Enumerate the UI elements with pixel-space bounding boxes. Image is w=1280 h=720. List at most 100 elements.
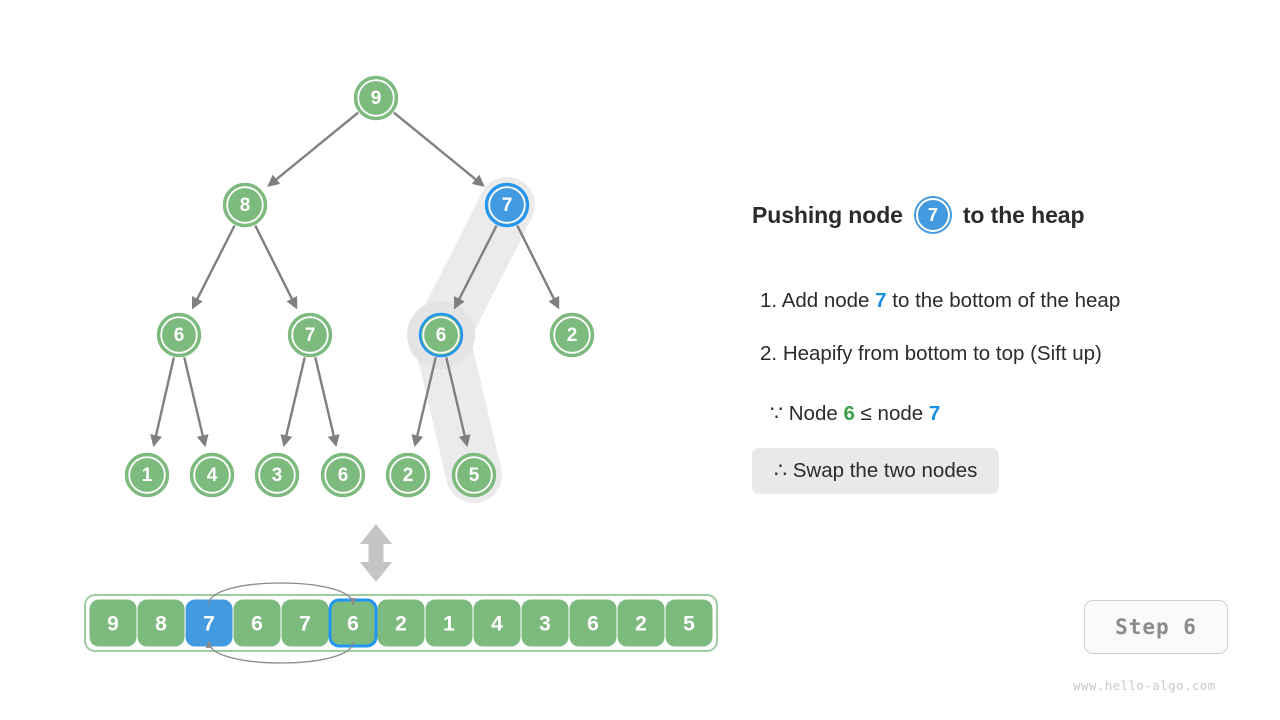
array-cell-box xyxy=(377,599,425,647)
node-inner-ring xyxy=(357,79,395,117)
array-cell-value: 2 xyxy=(395,613,407,636)
node-value: 9 xyxy=(371,88,382,109)
array-cell-box xyxy=(233,599,281,647)
array-cell-value: 6 xyxy=(251,613,263,636)
tree-node-7[interactable]: 7 xyxy=(287,312,333,358)
array-cell-11[interactable]: 2 xyxy=(617,599,665,647)
node-value: 6 xyxy=(174,325,185,346)
tree-node-6[interactable]: 6 xyxy=(320,452,366,498)
array-cell-value: 6 xyxy=(587,613,599,636)
array-cell-8[interactable]: 4 xyxy=(473,599,521,647)
because-symbol: ∵ xyxy=(770,402,784,425)
array-cell-box xyxy=(521,599,569,647)
conclusion-box: ∴ Swap the two nodes xyxy=(752,448,1000,494)
reason-text-before: Node xyxy=(788,402,838,425)
node-inner-ring xyxy=(258,456,296,494)
tree-edge xyxy=(191,224,236,310)
array-cell-value: 7 xyxy=(299,613,311,636)
step-2-text: Heapify from bottom to top (Sift up) xyxy=(782,342,1102,365)
step-1-text-after: to the bottom of the heap xyxy=(892,289,1121,312)
watermark: www.hello-algo.com xyxy=(1073,678,1216,693)
tree-edge xyxy=(267,111,359,187)
swap-arrow-backward xyxy=(205,640,354,664)
array-cell-box xyxy=(281,599,329,647)
node-inner-ring xyxy=(193,456,231,494)
step-2-number: 2. xyxy=(760,342,778,365)
node-value: 8 xyxy=(240,195,251,216)
reason-text-mid: node xyxy=(877,402,924,425)
node-value: 4 xyxy=(207,465,218,486)
node-inner-ring xyxy=(422,316,460,354)
tree-edge xyxy=(183,357,209,448)
tree-edge xyxy=(280,357,306,448)
array-cell-2[interactable]: 7 xyxy=(185,599,233,647)
tree-node-6[interactable]: 6 xyxy=(156,312,202,358)
node-inner-ring xyxy=(128,456,166,494)
step-1-number: 1. xyxy=(760,289,778,312)
array-cell-value: 1 xyxy=(443,613,455,636)
array-cell-1[interactable]: 8 xyxy=(137,599,185,647)
tree-node-1[interactable]: 1 xyxy=(124,452,170,498)
array-cell-3[interactable]: 6 xyxy=(233,599,281,647)
tree-node-4[interactable]: 4 xyxy=(189,452,235,498)
tree-node-2[interactable]: 2 xyxy=(549,312,595,358)
array-cell-box xyxy=(89,599,137,647)
array-cell-value: 5 xyxy=(683,613,695,636)
tree-node-8[interactable]: 8 xyxy=(222,182,268,228)
node-value: 2 xyxy=(403,465,414,486)
tree-edge xyxy=(314,357,340,448)
array-cell-box xyxy=(473,599,521,647)
tree-node-5[interactable]: 5 xyxy=(451,452,497,498)
array-cell-box xyxy=(425,599,473,647)
array-cell-6[interactable]: 2 xyxy=(377,599,425,647)
node-inner-ring xyxy=(324,456,362,494)
node-value: 5 xyxy=(469,465,480,486)
tree-edge xyxy=(453,224,498,310)
array-cell-value: 3 xyxy=(539,613,551,636)
node-inner-ring xyxy=(455,456,493,494)
reason-line: ∵ Node 6 ≤ node 7 xyxy=(770,401,940,426)
conclusion-text: Swap the two nodes xyxy=(792,459,978,482)
array-cell-4[interactable]: 7 xyxy=(281,599,329,647)
tree-edge xyxy=(150,357,176,448)
array-cell-7[interactable]: 1 xyxy=(425,599,473,647)
tree-node-7[interactable]: 7 xyxy=(484,182,530,228)
tree-edge xyxy=(516,225,560,310)
reason-comparator: ≤ xyxy=(860,402,872,425)
step-1-text-before: Add node xyxy=(781,289,870,312)
panel-title-suffix: to the heap xyxy=(962,201,1085,228)
array-cell-9[interactable]: 3 xyxy=(521,599,569,647)
node-inner-ring xyxy=(553,316,591,354)
array-cell-10[interactable]: 6 xyxy=(569,599,617,647)
step-2-line: 2. Heapify from bottom to top (Sift up) xyxy=(760,342,1102,366)
reason-value-a: 6 xyxy=(843,402,855,425)
tree-node-2[interactable]: 2 xyxy=(385,452,431,498)
array-cell-0[interactable]: 9 xyxy=(89,599,137,647)
tree-edge xyxy=(411,357,437,448)
node-value: 6 xyxy=(436,325,447,346)
array-cell-value: 6 xyxy=(347,613,359,636)
tree-edge xyxy=(254,225,298,310)
tree-node-6[interactable]: 6 xyxy=(418,312,464,358)
array-cell-box xyxy=(617,599,665,647)
swap-arrow-forward xyxy=(208,582,357,606)
array-cell-box xyxy=(569,599,617,647)
array-container xyxy=(84,594,718,652)
node-value: 6 xyxy=(338,465,349,486)
array-cell-value: 4 xyxy=(491,613,503,636)
array-cell-value: 7 xyxy=(203,613,215,636)
node-value: 3 xyxy=(272,465,283,486)
array-cell-box xyxy=(665,599,713,647)
array-cell-value: 8 xyxy=(155,613,167,636)
tree-node-3[interactable]: 3 xyxy=(254,452,300,498)
array-cell-12[interactable]: 5 xyxy=(665,599,713,647)
panel-title-prefix: Pushing node xyxy=(752,201,903,228)
therefore-symbol: ∴ xyxy=(774,459,788,482)
array-cell-5[interactable]: 6 xyxy=(328,598,378,648)
step-1-line: 1. Add node 7 to the bottom of the heap xyxy=(760,289,1120,313)
tree-node-9[interactable]: 9 xyxy=(353,75,399,121)
panel-title-node-badge: 7 xyxy=(915,198,950,232)
